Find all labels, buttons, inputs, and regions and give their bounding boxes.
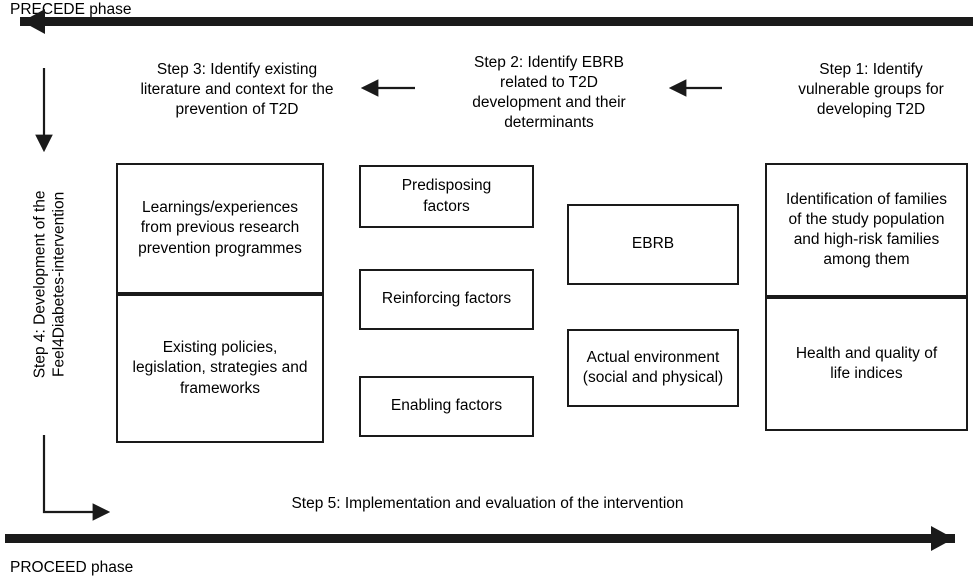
box-existing-policies: Existing policies, legislation, strategi…	[116, 294, 324, 443]
proceed-arrow-bar	[5, 526, 955, 551]
box-learnings-experiences: Learnings/experiences from previous rese…	[116, 163, 324, 294]
step2-text: Step 2: Identify EBRB related to T2D dev…	[472, 54, 626, 132]
box-predisposing-factors: Predisposing factors	[359, 165, 534, 228]
box-identification-families: Identification of families of the study …	[765, 163, 968, 297]
arrow-step4-to-step5	[42, 435, 111, 521]
box-ebrb: EBRB	[567, 204, 739, 285]
box-actual-environment: Actual environment (social and physical)	[567, 329, 739, 407]
box-reinforcing-factors: Reinforcing factors	[359, 269, 534, 330]
step3-text: Step 3: Identify existing literature and…	[140, 61, 334, 119]
step1-text: Step 1: Identify vulnerable groups for d…	[798, 61, 944, 119]
box-enabling-factors: Enabling factors	[359, 376, 534, 437]
precede-arrow-bar	[20, 9, 973, 34]
step4-vertical-label: Step 4: Development of the Feel4Diabetes…	[31, 190, 68, 379]
precede-phase-label: PRECEDE phase	[10, 1, 132, 18]
box-health-quality: Health and quality of life indices	[765, 297, 968, 431]
proceed-phase-label: PROCEED phase	[10, 559, 134, 576]
step5-text: Step 5: Implementation and evaluation of…	[291, 495, 684, 512]
